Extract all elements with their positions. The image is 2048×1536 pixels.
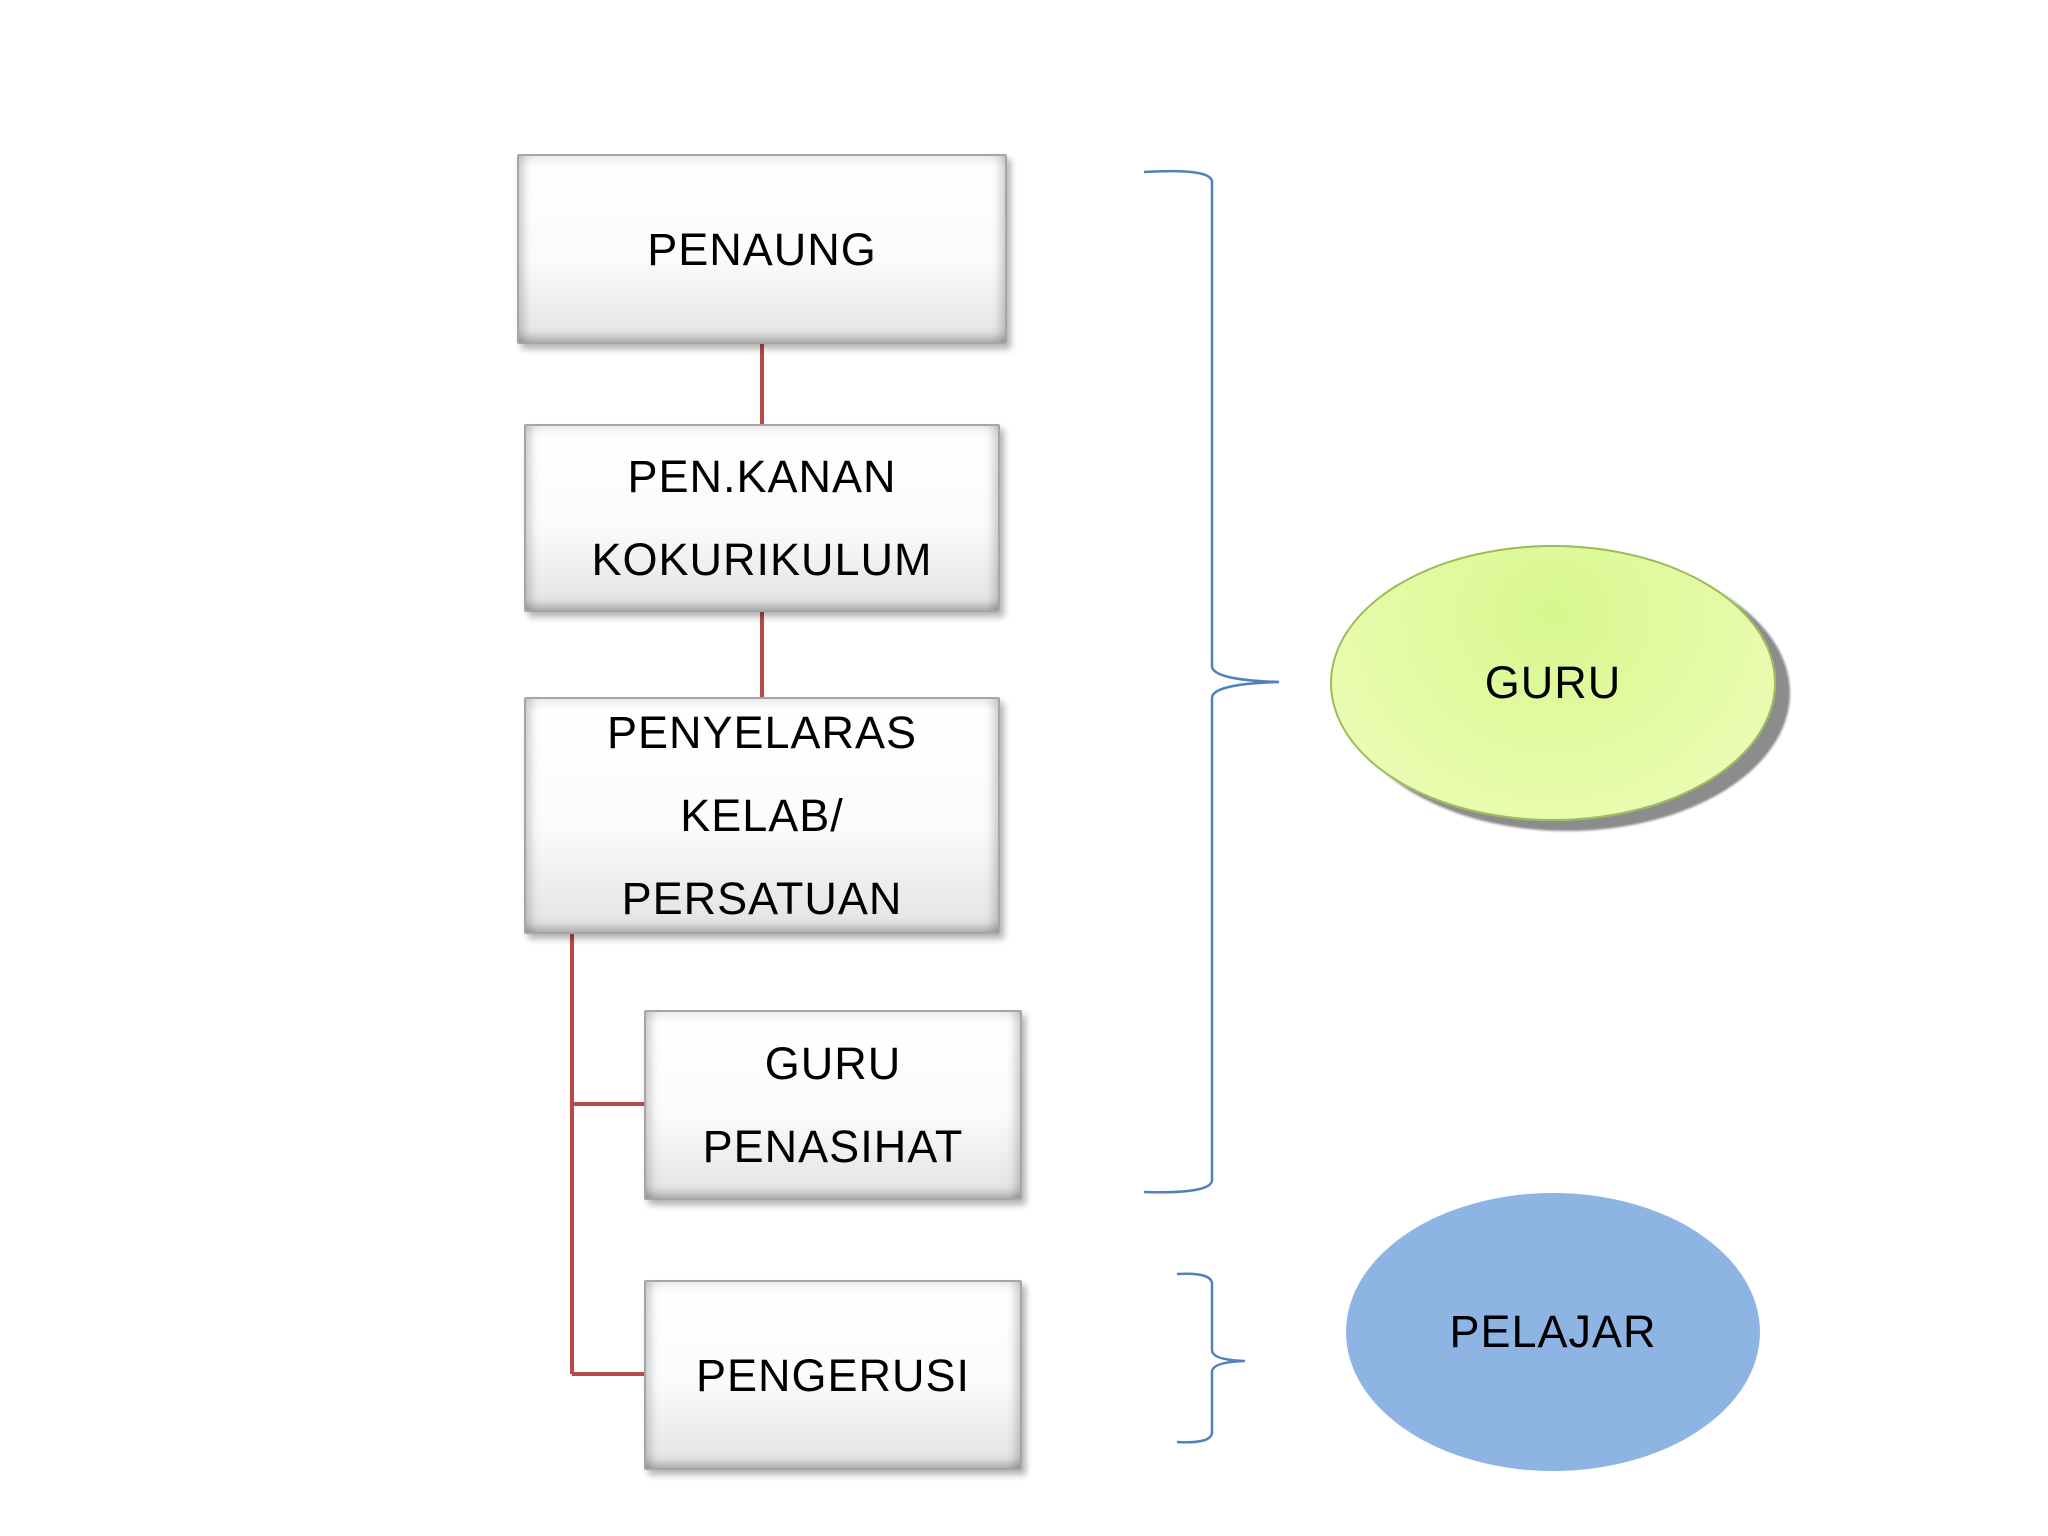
box-penaung-line-1: PENAUNG	[647, 223, 877, 275]
box-guru-penasihat-line-2: PENASIHAT	[702, 1121, 964, 1172]
group-ellipse-guru: GURU	[1330, 545, 1776, 821]
group-ellipse-pelajar: PELAJAR	[1346, 1193, 1760, 1471]
connector-penyelaras-branch	[570, 934, 644, 1376]
box-penyelaras-line-3: PERSATUAN	[621, 873, 903, 924]
group-ellipse-guru-label: GURU	[1484, 657, 1622, 708]
group-ellipse-pelajar-label: PELAJAR	[1449, 1306, 1657, 1357]
box-guru-penasihat-line-1: GURU	[764, 1038, 902, 1089]
box-penyelaras-line-2: KELAB/	[680, 790, 844, 841]
box-pengerusi: PENGERUSI	[644, 1280, 1022, 1470]
box-penyelaras-line-1: PENYELARAS	[606, 707, 918, 758]
guru-group-bracket	[1143, 169, 1280, 1194]
box-pen-kanan-line-2: KOKURIKULUM	[591, 534, 933, 585]
box-guru-penasihat: GURU PENASIHAT	[644, 1010, 1022, 1200]
box-pengerusi-line-1: PENGERUSI	[695, 1349, 971, 1401]
box-penaung: PENAUNG	[517, 154, 1007, 344]
box-penyelaras-kelab-persatuan: PENYELARAS KELAB/ PERSATUAN	[524, 697, 1000, 934]
box-pen-kanan-kokurikulum: PEN.KANAN KOKURIKULUM	[524, 424, 1000, 612]
pelajar-group-bracket	[1176, 1272, 1246, 1444]
box-pen-kanan-line-1: PEN.KANAN	[627, 451, 897, 502]
